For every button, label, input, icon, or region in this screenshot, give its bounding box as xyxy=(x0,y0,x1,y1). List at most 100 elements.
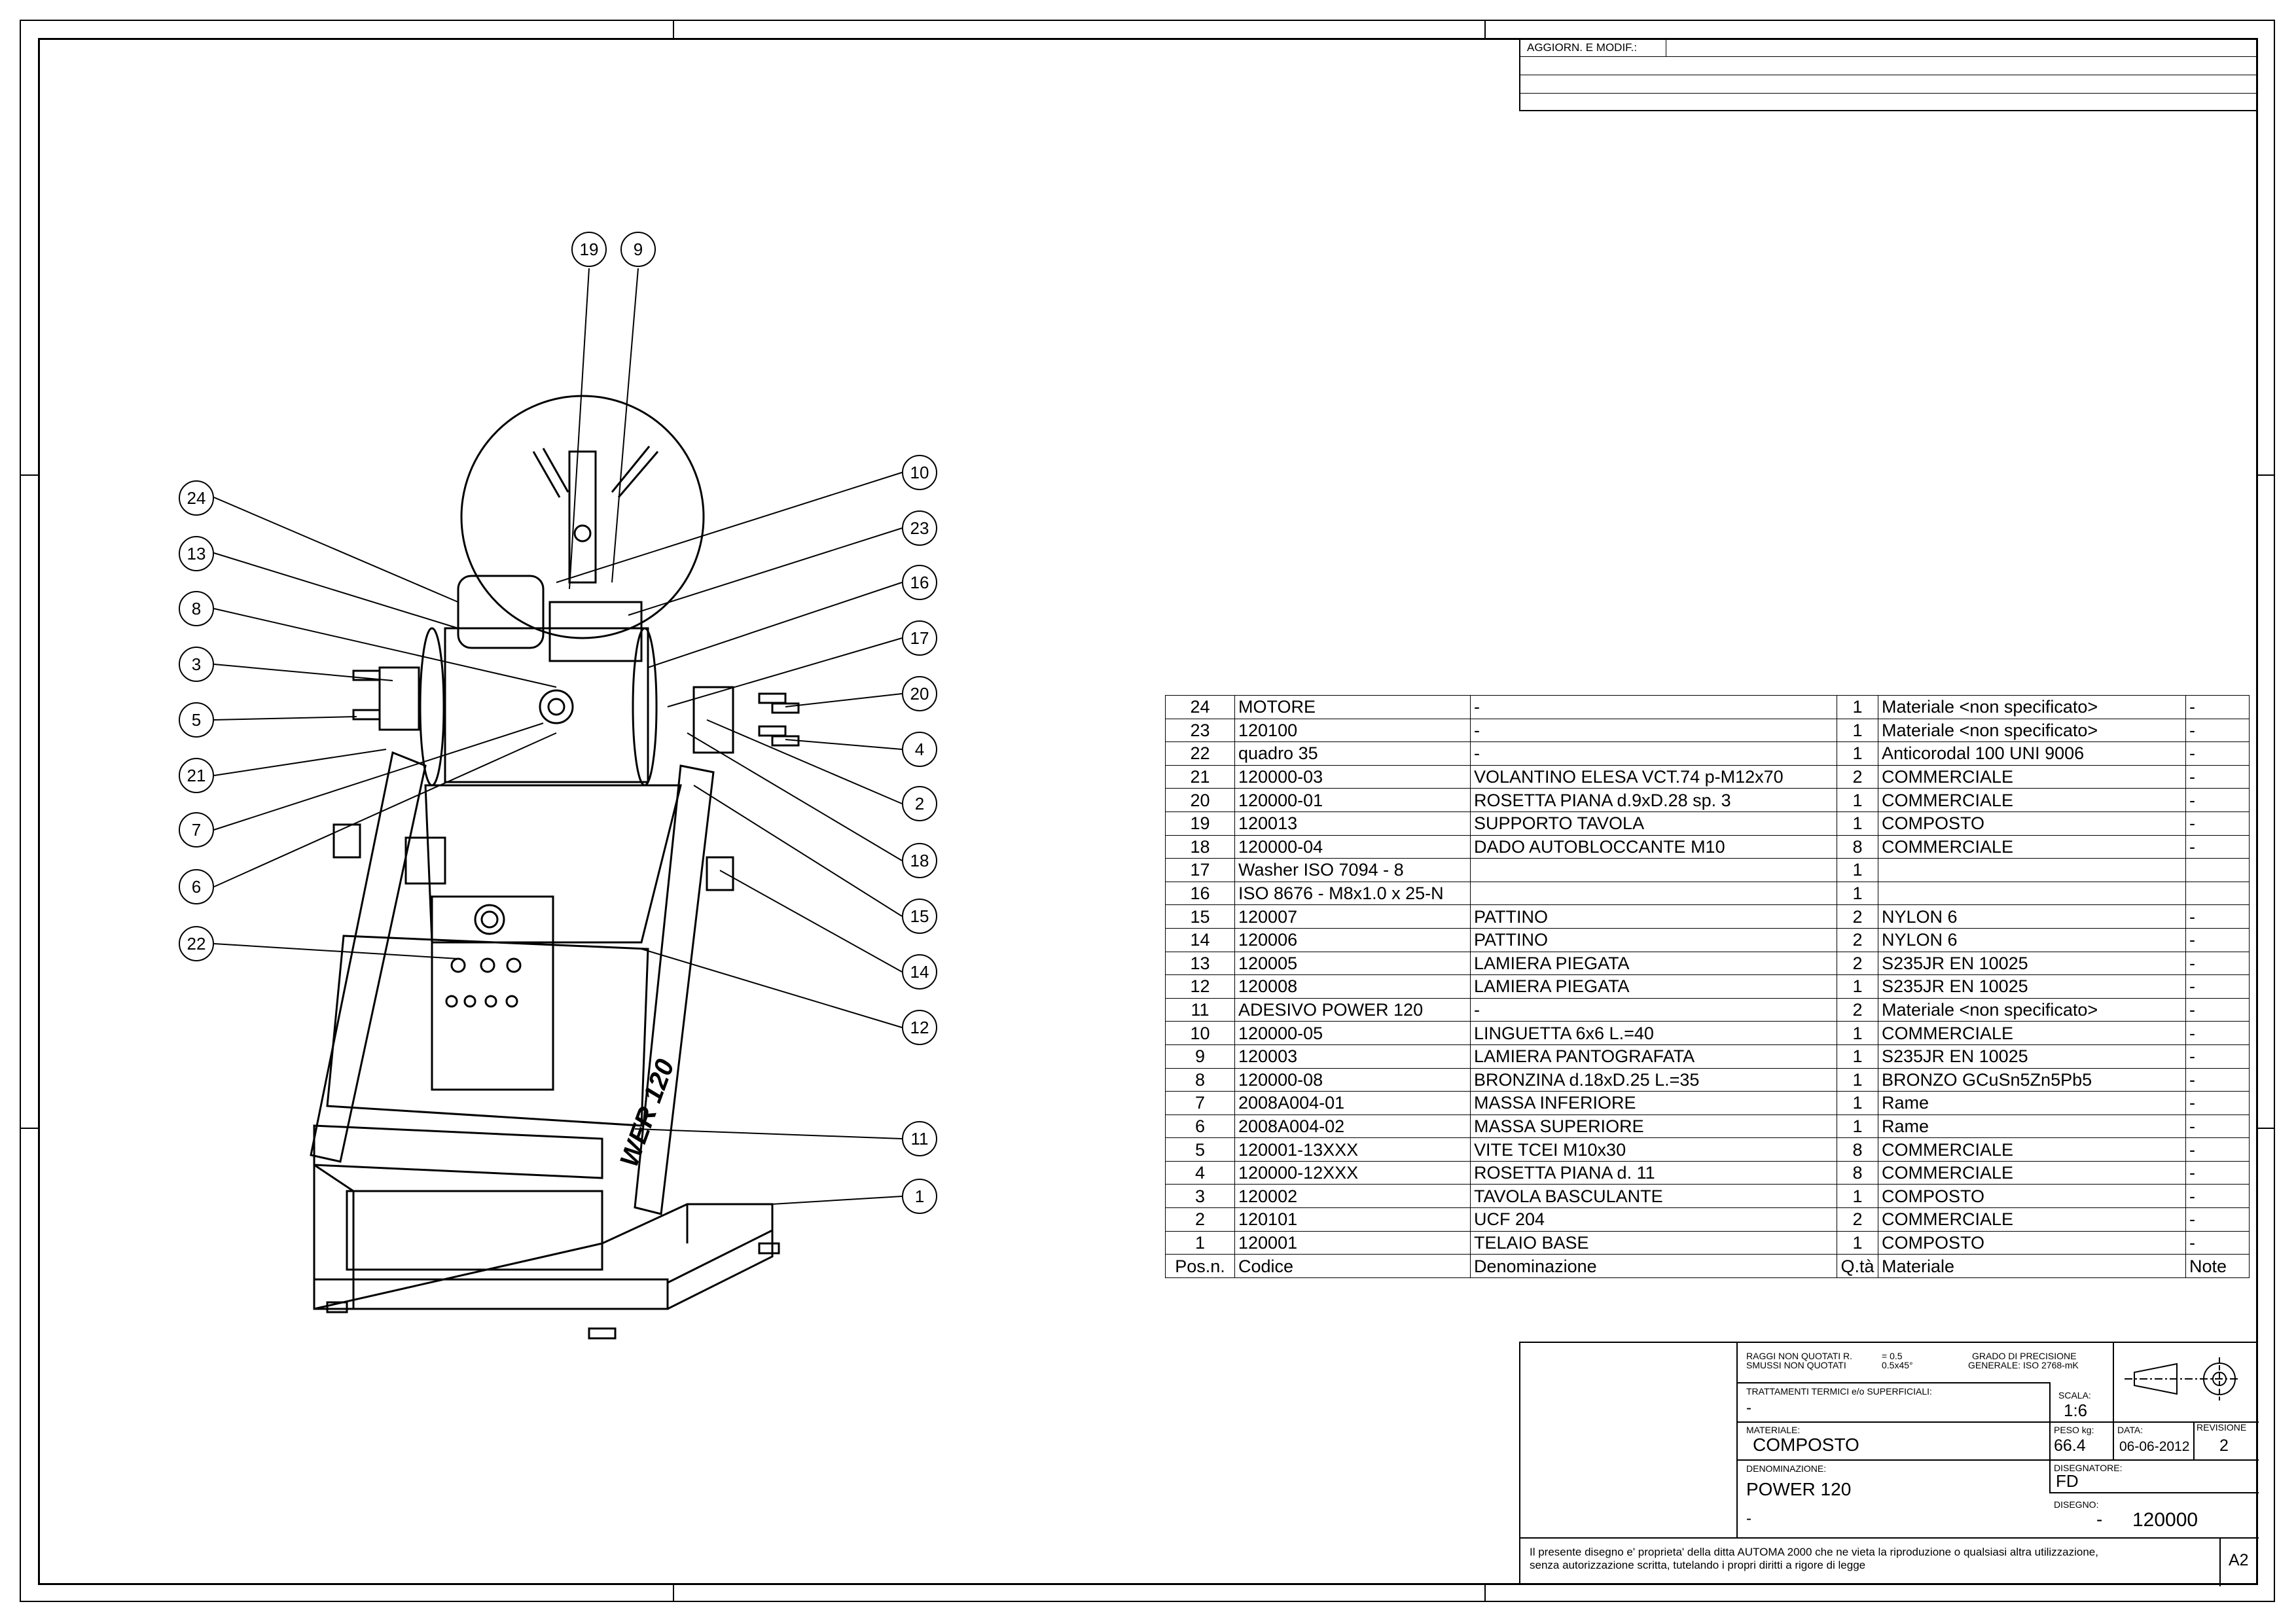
bom-cell: - xyxy=(2185,764,2250,789)
bom-cell: - xyxy=(1470,997,1837,1022)
bom-cell: 1 xyxy=(1837,741,1878,766)
bom-cell: 1 xyxy=(1837,718,1878,743)
sheet-outer-border xyxy=(20,20,2275,1602)
bom-cell: 2 xyxy=(1837,1207,1878,1232)
bom-cell: 120001 xyxy=(1234,1230,1471,1255)
callout-balloon: 19 xyxy=(571,232,607,267)
scala-value: 1:6 xyxy=(2064,1400,2088,1420)
bom-cell: - xyxy=(2185,974,2250,999)
disegnatore-value: FD xyxy=(2056,1471,2079,1491)
bom-header-cell: Codice xyxy=(1234,1254,1471,1278)
bom-cell: LINGUETTA 6x6 L.=40 xyxy=(1470,1021,1837,1045)
disc-plate xyxy=(460,395,705,639)
bom-cell: ADESIVO POWER 120 xyxy=(1234,997,1471,1022)
bom-cell: 10 xyxy=(1165,1021,1235,1045)
bom-cell: S235JR EN 10025 xyxy=(1878,1044,2186,1069)
bom-cell: Materiale <non specificato> xyxy=(1878,997,2186,1022)
denominazione-value: POWER 120 xyxy=(1746,1479,1852,1499)
sheet-format: A2 xyxy=(2229,1551,2249,1569)
peso-label: PESO kg: xyxy=(2054,1425,2094,1435)
callout-balloon: 3 xyxy=(179,647,214,682)
bom-cell: 18 xyxy=(1165,834,1235,859)
bom-cell: 1 xyxy=(1837,1230,1878,1255)
bom-cell: 120000-04 xyxy=(1234,834,1471,859)
sheet-inner-border xyxy=(38,38,2258,1585)
bom-cell: 1 xyxy=(1837,788,1878,812)
disegnatore-label: DISEGNATORE: xyxy=(2054,1463,2123,1473)
bom-cell: COMMERCIALE xyxy=(1878,764,2186,789)
callout-balloon: 22 xyxy=(179,926,214,961)
bom-cell: - xyxy=(2185,741,2250,766)
bom-cell: - xyxy=(1470,718,1837,743)
bom-cell: LAMIERA PIEGATA xyxy=(1470,951,1837,976)
ownership-note-line2: senza autorizzazione scritta, tutelando … xyxy=(1530,1559,1866,1571)
revisione-value: 2 xyxy=(2219,1436,2229,1455)
bom-cell: 120000-03 xyxy=(1234,764,1471,789)
bom-cell: 1 xyxy=(1165,1230,1235,1255)
bom-cell: 120008 xyxy=(1234,974,1471,999)
bom-cell: 120100 xyxy=(1234,718,1471,743)
gearbox xyxy=(548,601,643,662)
bom-cell: UCF 204 xyxy=(1470,1207,1837,1232)
bom-cell: 16 xyxy=(1165,881,1235,906)
bom-cell: MASSA SUPERIORE xyxy=(1470,1114,1837,1139)
precision-label: GRADO DI PRECISIONE xyxy=(1972,1351,2077,1361)
bom-cell: 2 xyxy=(1837,764,1878,789)
bom-cell: 4 xyxy=(1165,1160,1235,1185)
bom-cell: 1 xyxy=(1837,811,1878,836)
bom-cell: Rame xyxy=(1878,1091,2186,1115)
bom-cell: PATTINO xyxy=(1470,927,1837,952)
bom-cell: - xyxy=(2185,718,2250,743)
bom-cell: - xyxy=(2185,834,2250,859)
callout-balloon: 15 xyxy=(902,899,937,934)
frame-leg-right xyxy=(634,764,715,1215)
bom-cell: S235JR EN 10025 xyxy=(1878,951,2186,976)
top-table xyxy=(444,627,649,783)
bom-cell: LAMIERA PIEGATA xyxy=(1470,974,1837,999)
bom-cell: 1 xyxy=(1837,881,1878,906)
bom-cell: 2 xyxy=(1837,904,1878,929)
callout-balloon: 14 xyxy=(902,954,937,990)
center-tick xyxy=(1484,20,1486,38)
bom-cell: - xyxy=(2185,904,2250,929)
bom-cell: 22 xyxy=(1165,741,1235,766)
bom-cell xyxy=(2185,858,2250,882)
bom-cell: PATTINO xyxy=(1470,904,1837,929)
center-tick xyxy=(673,1585,674,1602)
bom-header-cell: Pos.n. xyxy=(1165,1254,1235,1278)
callout-balloon: 2 xyxy=(902,786,937,821)
bom-cell: S235JR EN 10025 xyxy=(1878,974,2186,999)
center-tick xyxy=(2258,474,2275,476)
trattamenti-value: - xyxy=(1746,1399,1751,1417)
bom-cell: 12 xyxy=(1165,974,1235,999)
smussi-label: SMUSSI NON QUOTATI xyxy=(1746,1360,1846,1370)
callout-balloon: 13 xyxy=(179,536,214,571)
callout-balloon: 12 xyxy=(902,1010,937,1045)
bom-cell: - xyxy=(2185,1067,2250,1092)
center-tick xyxy=(673,20,674,38)
callout-balloon: 6 xyxy=(179,869,214,904)
revisione-label: REVISIONE xyxy=(2197,1422,2247,1433)
callout-balloon: 1 xyxy=(902,1179,937,1214)
bom-cell: COMPOSTO xyxy=(1878,1230,2186,1255)
bom-cell: 1 xyxy=(1837,695,1878,719)
bom-cell: 2008A004-01 xyxy=(1234,1091,1471,1115)
revision-block: AGGIORN. E MODIF.: xyxy=(1519,38,2258,111)
bom-cell: ROSETTA PIANA d. 11 xyxy=(1470,1160,1837,1185)
data-value: 06-06-2012 xyxy=(2119,1439,2190,1454)
raggi-label: RAGGI NON QUOTATI R. xyxy=(1746,1351,1853,1361)
bom-cell: 1 xyxy=(1837,858,1878,882)
callout-balloon: 23 xyxy=(902,510,937,546)
bom-cell: 9 xyxy=(1165,1044,1235,1069)
power-120-label: WER 120 xyxy=(615,1056,680,1171)
